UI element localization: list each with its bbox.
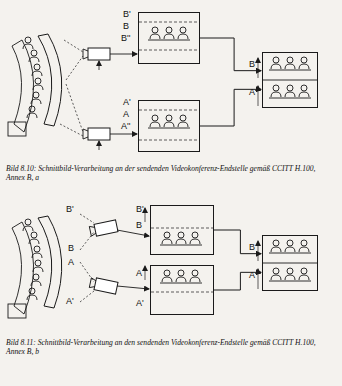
frame-letter: A [249, 87, 255, 97]
video-frame: B'B [150, 205, 214, 255]
zone-letter: A' [66, 296, 74, 306]
frame-letter: A' [123, 97, 131, 107]
zone-letter: B' [66, 204, 74, 214]
figure-caption: Bild 8.11: Schnittbild-Verarbeitung an d… [6, 338, 326, 356]
video-frame: A'AA'' [138, 100, 200, 152]
frame-letter: B' [136, 204, 144, 214]
video-frame: AA' [150, 265, 214, 315]
frame-letter: B [249, 59, 255, 69]
signal-arrow [200, 38, 261, 71]
zone-letter: A [68, 257, 74, 267]
frame-letter: B [249, 242, 255, 252]
frame-letter: B'' [121, 33, 130, 43]
frame-letter: A [123, 109, 129, 119]
frame-letter: B' [123, 9, 131, 19]
frame-letter: A [136, 268, 142, 278]
frame-letter: B [123, 21, 129, 31]
video-frame: BA [262, 52, 318, 108]
frame-letter: A' [136, 298, 144, 308]
figure-caption: Bild 8.10: Schnittbild-Verarbeitung an d… [6, 164, 326, 182]
signal-arrow [214, 230, 261, 254]
frame-letter: A [249, 270, 255, 280]
video-frame: B'BB'' [138, 12, 200, 64]
video-frame: BA [262, 235, 318, 291]
frame-letter: A'' [121, 121, 130, 131]
zone-letter: B [68, 243, 74, 253]
frame-letter: B [136, 220, 142, 230]
